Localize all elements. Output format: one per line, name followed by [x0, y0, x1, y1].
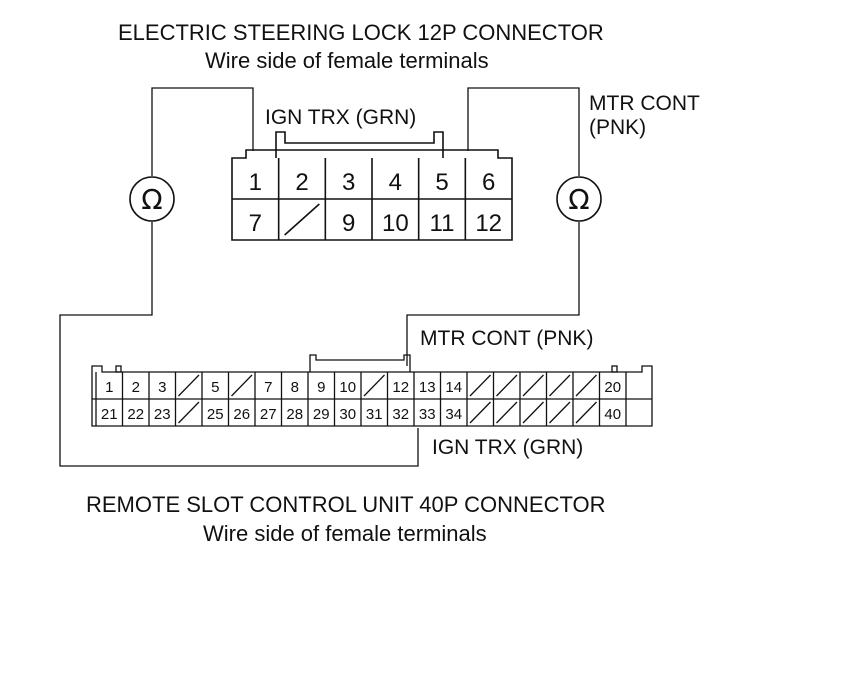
ign-trx-bottom-label: IGN TRX (GRN)	[432, 436, 583, 459]
mtr-cont-top-label-1: MTR CONT	[589, 92, 700, 115]
pin-label: 7	[249, 210, 262, 237]
connector-b-key-left	[115, 365, 122, 373]
blank-cell-slash	[469, 374, 491, 397]
blank-cell-slash	[469, 401, 491, 424]
blank-cell-slash	[575, 401, 597, 424]
ohm-icon: Ω	[141, 183, 162, 216]
blank-cell-slash	[496, 374, 518, 397]
blank-cell-slash	[178, 374, 200, 397]
ohmmeter-right-circle	[556, 176, 602, 222]
pin-label: 14	[445, 379, 462, 396]
pin-label: 33	[419, 406, 436, 423]
pin-label: 11	[430, 210, 455, 237]
pin-label: 27	[260, 406, 277, 423]
left-lead-upper	[151, 87, 254, 176]
blank-cell-slash	[231, 374, 253, 397]
right-lead-lower	[406, 222, 580, 366]
pin-label: 13	[419, 379, 436, 396]
pin-label: 10	[382, 210, 409, 237]
pin-label: 26	[233, 406, 250, 423]
pin-label: 25	[207, 406, 224, 423]
mtr-cont-top-label-2: (PNK)	[589, 116, 646, 139]
connector-b-title: REMOTE SLOT CONTROL UNIT 40P CONNECTOR	[86, 492, 606, 517]
blank-cell-slash	[575, 374, 597, 397]
pin-label: 3	[342, 169, 355, 196]
blank-cell-slash	[496, 401, 518, 424]
pin-label: 20	[604, 379, 621, 396]
pin-label: 21	[101, 406, 118, 423]
blank-cell-slash	[522, 401, 544, 424]
connector-a-title: ELECTRIC STEERING LOCK 12P CONNECTOR	[118, 20, 604, 45]
pin-label: 12	[475, 210, 502, 237]
pin-label: 2	[132, 379, 140, 396]
ohmmeter-right: Ω	[556, 176, 602, 222]
pin-label: 22	[127, 406, 144, 423]
connector-a-lock-tab	[275, 131, 444, 158]
ohm-icon: Ω	[568, 183, 589, 216]
pin-label: 3	[158, 379, 166, 396]
pin-label: 7	[264, 379, 272, 396]
connector-b-subtitle: Wire side of female terminals	[203, 521, 487, 546]
connector-a-body	[231, 149, 513, 241]
ign-trx-top-label: IGN TRX (GRN)	[265, 106, 416, 129]
pin-label: 5	[211, 379, 219, 396]
pin-label: 29	[313, 406, 330, 423]
blank-cell-slash	[549, 374, 571, 397]
pin-label: 31	[366, 406, 383, 423]
pin-label: 1	[249, 169, 262, 196]
pin-label: 6	[482, 169, 495, 196]
pin-label: 5	[435, 169, 448, 196]
pin-label: 1	[105, 379, 113, 396]
blank-cell-slash	[549, 401, 571, 424]
pin-label: 23	[154, 406, 171, 423]
pin-label: 40	[604, 406, 621, 423]
pin-label: 30	[339, 406, 356, 423]
connector-b-body	[91, 365, 653, 427]
pin-label: 8	[291, 379, 299, 396]
blank-cell-slash	[522, 374, 544, 397]
ohmmeter-left: Ω	[129, 176, 175, 222]
pin-label: 32	[392, 406, 409, 423]
test-leads	[59, 87, 580, 467]
pin-label: 9	[342, 210, 355, 237]
connector-a-subtitle: Wire side of female terminals	[205, 48, 489, 73]
left-lead-lower	[59, 222, 419, 467]
pin-label: 2	[295, 169, 308, 196]
mtr-cont-bottom-label: MTR CONT (PNK)	[420, 327, 593, 350]
ohmmeter-left-circle	[129, 176, 175, 222]
connector-b-key-right	[611, 365, 618, 373]
blank-cell-slash	[363, 374, 385, 397]
pin-label: 10	[339, 379, 356, 396]
blank-cell-slash	[178, 401, 200, 424]
pin-label: 12	[392, 379, 409, 396]
right-lead-upper	[467, 87, 580, 176]
pin-label: 28	[286, 406, 303, 423]
blank-cell-slash	[284, 203, 320, 236]
pin-label: 4	[389, 169, 402, 196]
pin-label: 34	[445, 406, 462, 423]
connector-b-lock-tab	[309, 354, 411, 372]
pin-label: 9	[317, 379, 325, 396]
